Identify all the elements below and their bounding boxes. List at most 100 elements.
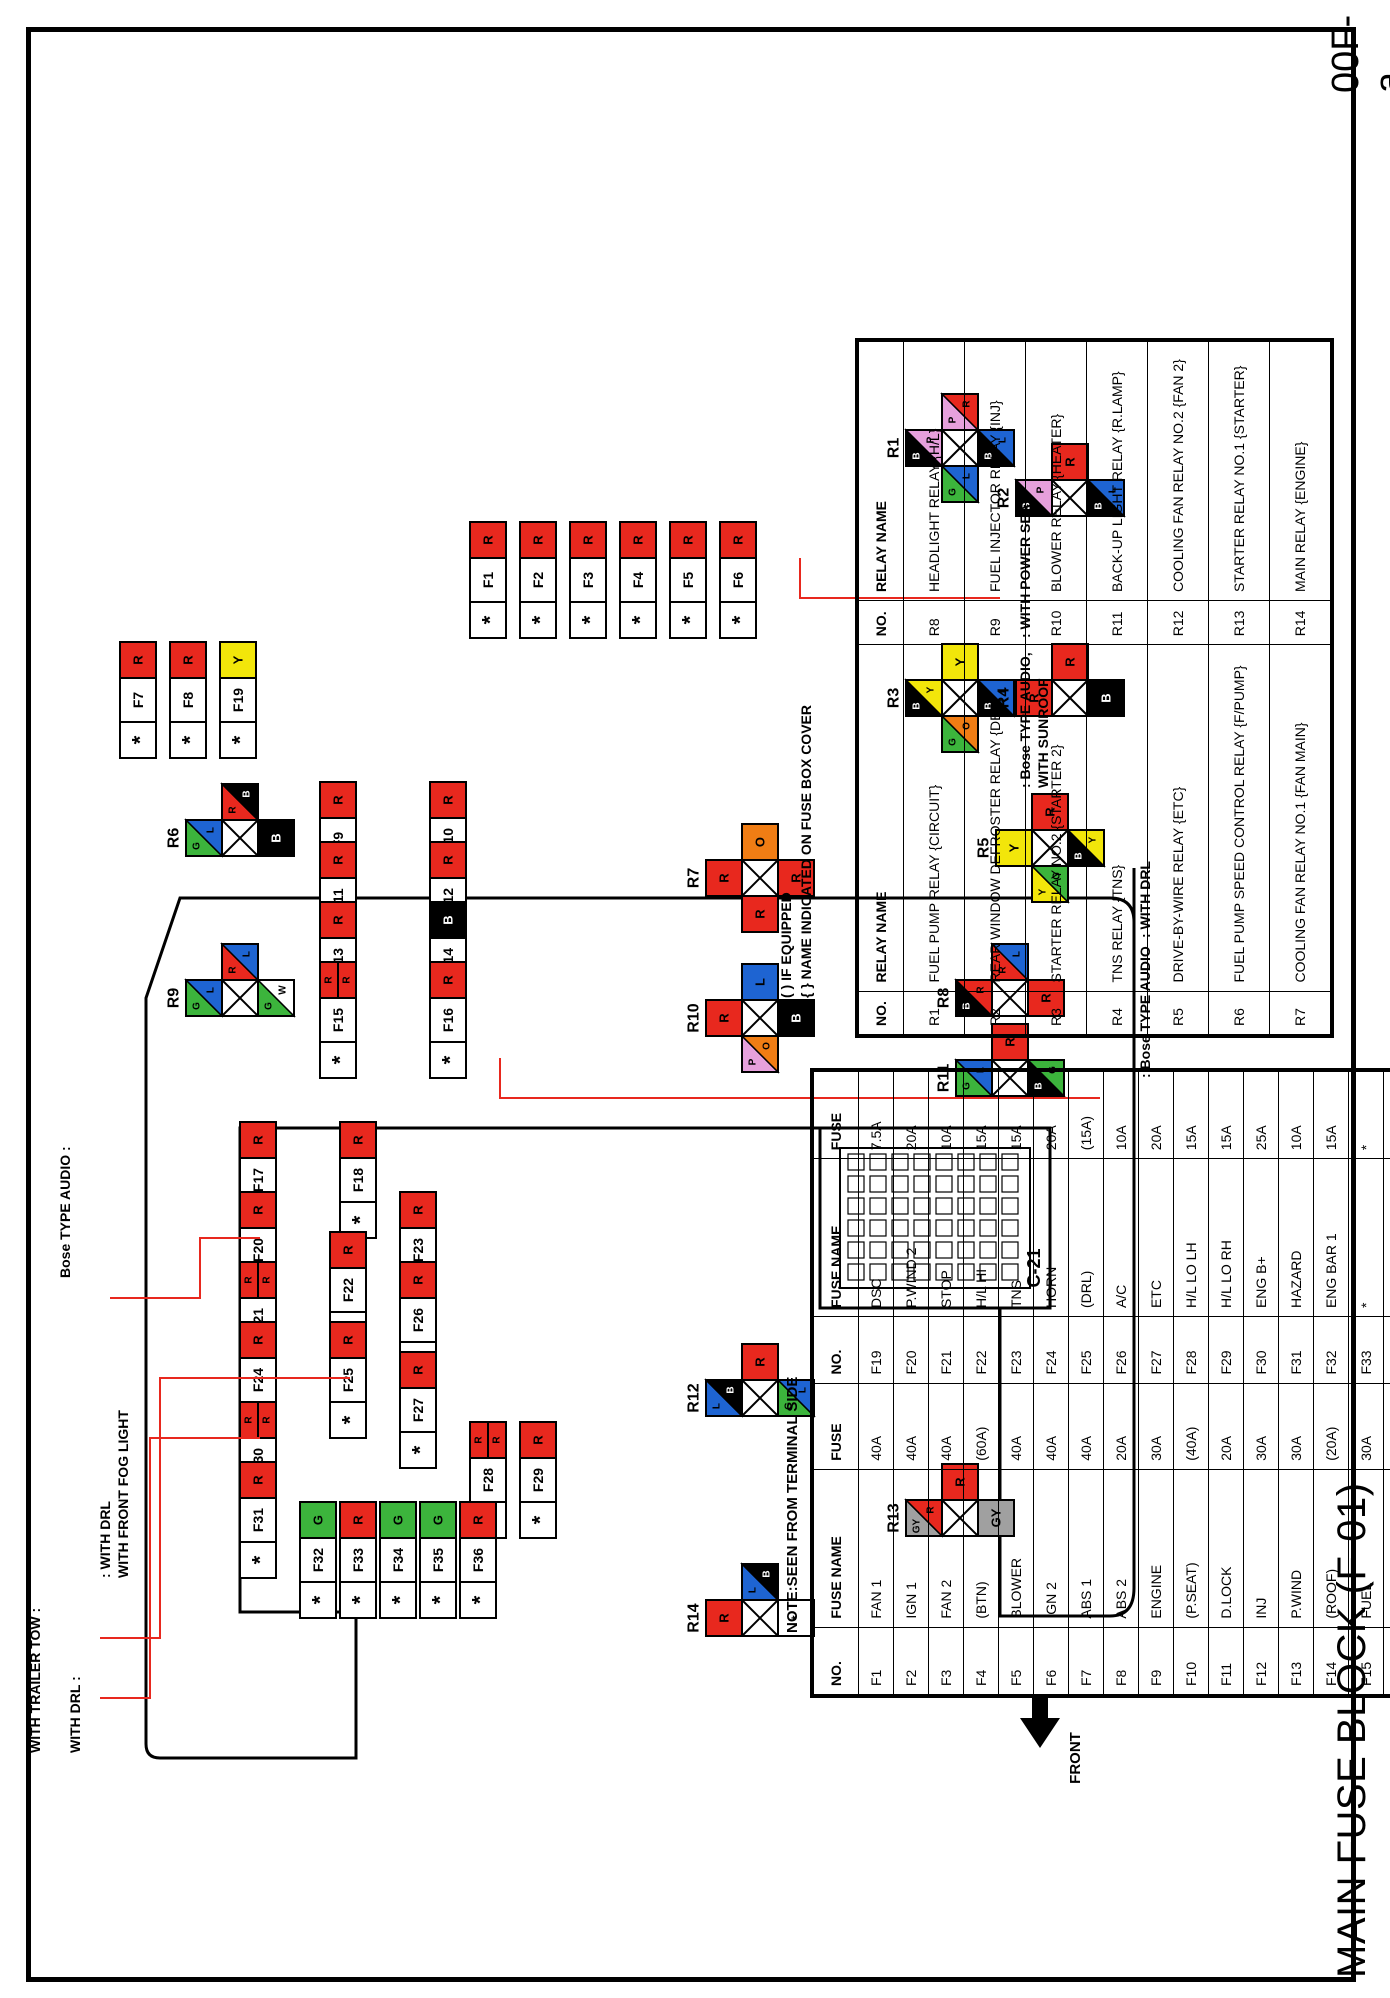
fuse-label: F15 [330, 1008, 346, 1032]
terminal-border [741, 1563, 779, 1601]
connector-pin [913, 1153, 931, 1171]
wire-color-code: R [262, 1416, 273, 1424]
wire-color-code: R [441, 975, 456, 985]
fuse-label: F32 [310, 1548, 326, 1572]
table-cell: 40A [998, 1383, 1034, 1470]
fuse-terminal-b [429, 841, 467, 879]
connector-pin [957, 1241, 975, 1259]
terminal: GY [977, 1499, 1015, 1537]
wire-color-code: R [1043, 807, 1058, 817]
wire-color-code: R [976, 986, 987, 994]
table-cell: F7 [1068, 1627, 1104, 1696]
table-cell: F21 [928, 1316, 964, 1384]
table-cell: (DRL) [1068, 1158, 1104, 1317]
wire-color-code: G [948, 738, 959, 746]
relay-coil [741, 1379, 779, 1417]
wire-color-code: * [789, 1615, 804, 1621]
terminal-box [1027, 979, 1065, 1017]
table-cell: F13 [1278, 1627, 1314, 1696]
split-terminal: PR [940, 392, 980, 432]
wire-color-code: R [753, 1357, 768, 1367]
wire-color-code: L [748, 1587, 759, 1593]
wire-color-code: G [948, 488, 959, 496]
connector-pin [913, 1175, 931, 1193]
wire-color-code: Y [1007, 843, 1022, 852]
arrow-icon [1020, 1698, 1060, 1748]
table-cell: 15A [1313, 1070, 1349, 1159]
table-cell: R2 [964, 991, 1026, 1036]
table-cell: F25 [1068, 1316, 1104, 1384]
fuse-label: F36 [470, 1548, 486, 1572]
table-cell: 30A [1348, 1383, 1384, 1470]
wire-color-code: Y [953, 657, 968, 666]
split-terminal: RL [990, 942, 1030, 982]
fuse-terminal-b [719, 521, 757, 559]
relay-table-header: RELAY NAME [857, 644, 904, 992]
connector-pin [979, 1263, 997, 1281]
table-cell: ABS 2 [1103, 1469, 1139, 1628]
fuse-table-header: NO. [812, 1627, 859, 1696]
connector-pin [913, 1197, 931, 1215]
connector-pin [979, 1241, 997, 1259]
wire-color-code: G [784, 1402, 795, 1410]
fuse-table-header: FUSE NAME [812, 1469, 859, 1628]
fuse-terminal-b [319, 781, 357, 819]
table-cell: DSC [858, 1158, 894, 1317]
table-cell: BACK-UP LIGHT RELAY {R.LAMP} [1086, 340, 1148, 601]
connector-pin [979, 1175, 997, 1193]
fuse-table-header: FUSE [812, 1070, 859, 1159]
wire-layer [100, 558, 1100, 1699]
terminal-border [1031, 865, 1069, 903]
fuse-terminal-mark: * [438, 1055, 463, 1064]
terminal-border [221, 943, 259, 981]
fuse-label: F29 [530, 1468, 546, 1492]
connector-pin [935, 1197, 953, 1215]
fuse-f1: *F1R [469, 521, 507, 639]
fuse-terminal-b [399, 1261, 437, 1299]
terminal: R [777, 859, 815, 897]
terminal: R [991, 1023, 1029, 1061]
label-with-drl: WITH DRL : [67, 1676, 83, 1753]
fuse-label: F20 [250, 1238, 266, 1262]
connector-pin [1001, 1263, 1019, 1281]
table-cell: 20A [893, 1070, 929, 1159]
connector-pin [913, 1263, 931, 1281]
connector-pin [1001, 1175, 1019, 1193]
table-cell: F8 [1103, 1627, 1139, 1696]
table-cell: R3 [1025, 991, 1087, 1036]
wire-color-code: Y [1038, 888, 1049, 895]
split-terminal: GL [954, 1058, 994, 1098]
wire-color-code: R [262, 1276, 273, 1284]
table-cell: F1 [858, 1627, 894, 1696]
table-cell: STARTER RELAY NO.2 {STARTER 2} [1025, 644, 1087, 992]
relay-x [941, 1499, 979, 1537]
wire-color-code: R [411, 1365, 426, 1375]
terminal-box [741, 1343, 779, 1381]
wire-color-code: P [948, 416, 959, 423]
split-terminal: BY [1066, 828, 1106, 868]
table-cell: 10A [928, 1070, 964, 1159]
terminal: R [705, 859, 743, 897]
label-bose-sunroof: WITH SUNROOF [1035, 678, 1051, 788]
table-cell: HAZARD [1278, 1158, 1314, 1317]
wire-color-code: P [748, 1058, 759, 1065]
table-cell: STARTER RELAY NO.1 {STARTER} [1208, 340, 1270, 601]
connector-pin [935, 1241, 953, 1259]
relay-label: R12 [686, 1383, 703, 1412]
table-cell: FUEL [1348, 1469, 1384, 1628]
table-cell: F28 [1173, 1316, 1209, 1384]
table-cell: * [1348, 1158, 1384, 1317]
fuse-label: F23 [410, 1238, 426, 1262]
fuse-terminal-b [379, 1501, 417, 1539]
